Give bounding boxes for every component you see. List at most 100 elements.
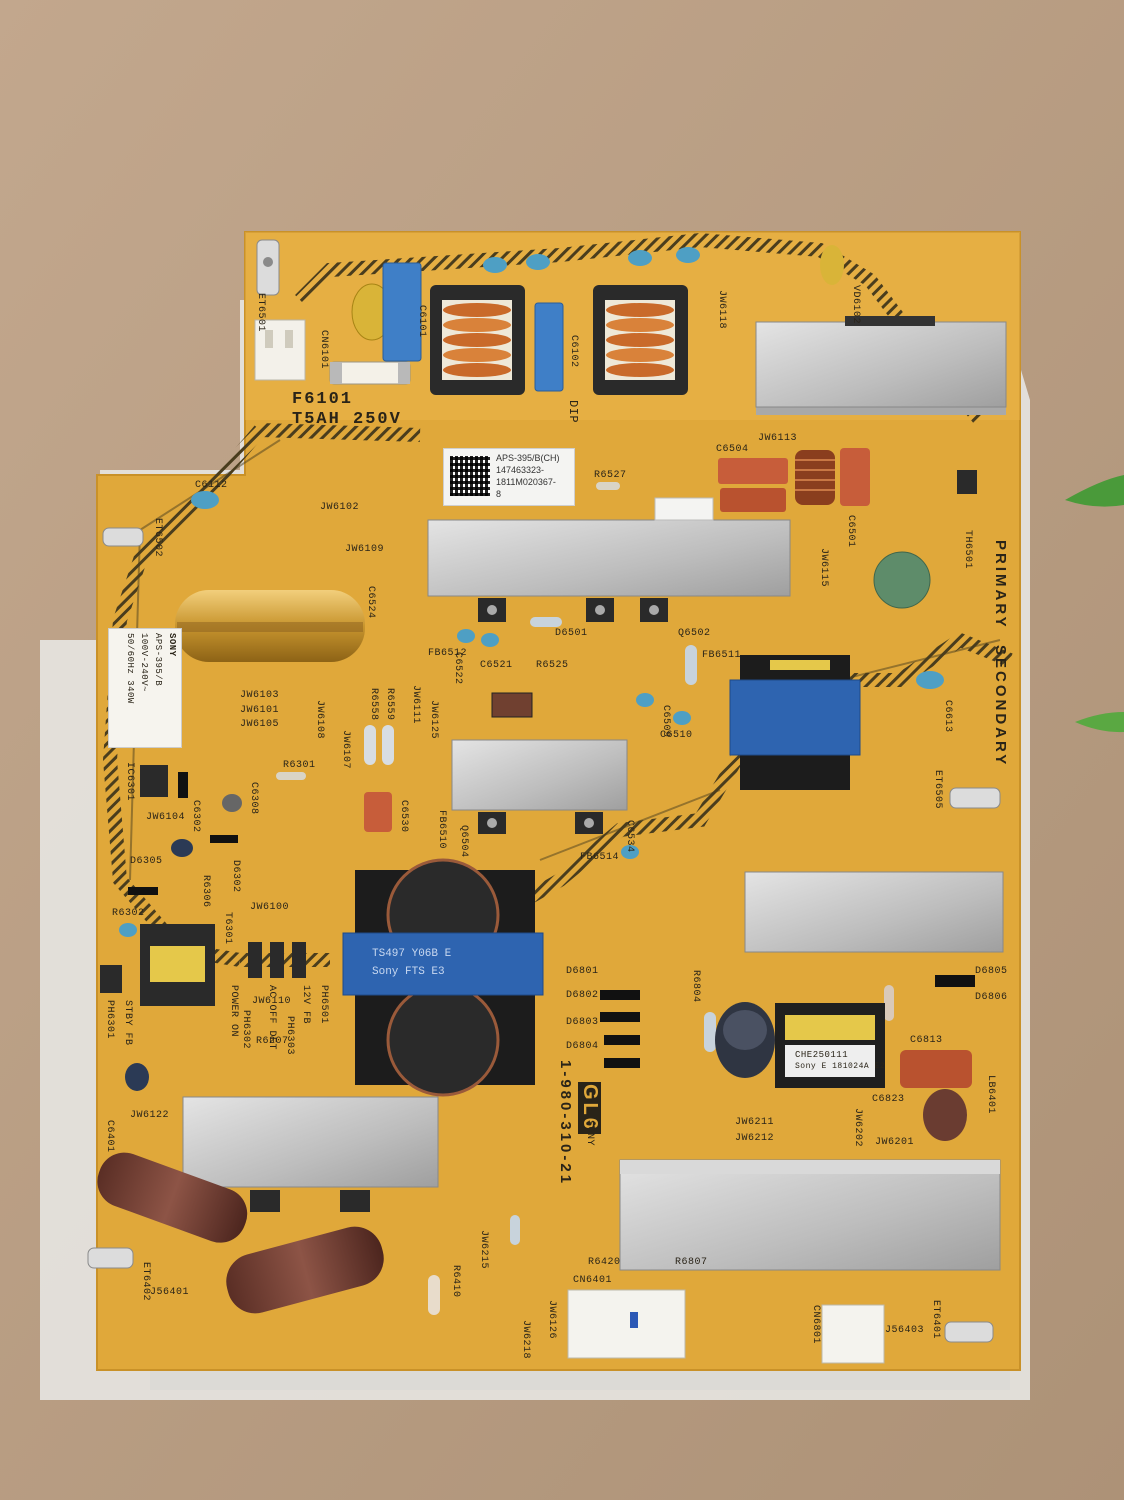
fuse-rating: T5AH 250V <box>292 410 402 429</box>
capacitor-y-blue <box>483 257 507 273</box>
capacitor-sleeve-label: SONY APS-395/B 100V-240V~ 50/60Hz 340W <box>108 628 182 748</box>
ref-label: C6823 <box>872 1094 905 1105</box>
capacitor-orange-tall <box>840 448 870 506</box>
ref-label: CN6401 <box>573 1275 613 1286</box>
ref-label: C6102 <box>568 335 579 368</box>
capacitor-orange <box>364 792 392 832</box>
transformer-right <box>729 655 861 790</box>
ref-label: LB6401 <box>985 1075 996 1115</box>
ic-small <box>957 470 977 494</box>
terminal-et6402 <box>87 1247 134 1269</box>
connector-cn6801 <box>821 1304 885 1364</box>
ref-label: JW6113 <box>758 433 798 444</box>
sticker-line4: 8 <box>496 489 502 499</box>
brand-vertical: SONY <box>584 1120 595 1147</box>
heatsink-bottom-right <box>619 1159 1001 1271</box>
resistor <box>884 985 894 1021</box>
capacitor-y-blue <box>481 633 499 647</box>
ref-label: JW6109 <box>345 544 385 555</box>
ref-label: D6806 <box>975 992 1008 1003</box>
ref-label: JW6118 <box>716 290 727 330</box>
cap-brand: SONY <box>167 633 177 657</box>
cap-freq-power: 50/60Hz 340W <box>125 633 135 704</box>
capacitor-brown <box>226 1226 384 1314</box>
capacitor-orange <box>718 458 788 484</box>
ref-label: R6807 <box>675 1257 708 1268</box>
zone-primary: PRIMARY <box>992 540 1009 630</box>
ref-label: R6302 <box>112 908 145 919</box>
ref-label: C6401 <box>104 1120 115 1153</box>
ref-label: JW6104 <box>146 812 186 823</box>
sticker-line2: 147463323- <box>496 465 545 475</box>
ref-label: ET6402 <box>140 1262 151 1302</box>
thermistor-green <box>873 551 931 609</box>
ic-ic6301 <box>140 765 168 797</box>
diode <box>935 975 975 987</box>
ref-label: JW6215 <box>478 1230 489 1270</box>
mosfet <box>250 1190 280 1212</box>
ref-label: D6804 <box>566 1041 599 1052</box>
ref-label: D6805 <box>975 966 1008 977</box>
qr-code <box>450 456 490 496</box>
capacitor-blue-film <box>382 262 422 362</box>
diode <box>128 887 158 895</box>
diode <box>604 1035 640 1045</box>
choke-left <box>430 285 525 395</box>
ref-label: Q6502 <box>678 628 711 639</box>
ref-label: C6534 <box>624 820 635 853</box>
cap-model: APS-395/B <box>153 633 163 687</box>
ref-label: C6101 <box>416 305 427 338</box>
capacitor-yellow-vd6102 <box>820 245 844 285</box>
mosfet <box>340 1190 370 1212</box>
connector-pin <box>265 330 273 348</box>
terminal-et6401 <box>944 1321 994 1343</box>
ref-label: C6509 <box>660 705 671 738</box>
ref-label: PH6302 <box>240 1010 251 1050</box>
capacitor-small <box>171 839 193 857</box>
resistor <box>685 645 697 685</box>
ref-label: JW6102 <box>320 502 360 513</box>
ref-label: R6420 <box>588 1257 621 1268</box>
ref-label: ET6401 <box>930 1300 941 1340</box>
heatsink-middle <box>451 739 628 811</box>
mosfet <box>478 598 506 622</box>
capacitor-gold-bulk <box>175 590 365 662</box>
ref-label: R6558 <box>368 688 379 721</box>
capacitor-y-blue <box>191 491 219 509</box>
capacitor-orange <box>900 1050 972 1088</box>
capacitor-small <box>222 794 242 812</box>
ref-label: PH6301 <box>104 1000 115 1040</box>
ref-label: ET6502 <box>152 518 163 558</box>
ref-label: Q6504 <box>458 825 469 858</box>
ref-label: R6527 <box>594 470 627 481</box>
capacitor-y-blue <box>916 671 944 689</box>
ref-label: R6410 <box>450 1265 461 1298</box>
ref-label: 12V FB <box>300 985 311 1025</box>
fuse-ref: F6101 <box>292 390 354 409</box>
ref-label: JW6201 <box>875 1137 915 1148</box>
resistor <box>510 1215 520 1245</box>
ref-label: J56403 <box>885 1325 925 1336</box>
leaf <box>1065 475 1124 507</box>
ref-label: R6301 <box>283 760 316 771</box>
ref-label: JW6125 <box>428 700 439 740</box>
ref-label: C6510 <box>660 730 693 741</box>
barcode-sticker: APS-395/B(CH) 147463323- 1811M020367- 8 <box>443 448 575 506</box>
ref-label: D6501 <box>555 628 588 639</box>
fuse-cap <box>330 362 342 384</box>
terminal-et6502 <box>102 527 144 547</box>
ref-label: R6559 <box>384 688 395 721</box>
ref-label: STBY FB <box>122 1000 133 1046</box>
leaf <box>1075 712 1124 733</box>
connector-pin <box>285 330 293 348</box>
ref-label: TH6501 <box>962 530 973 570</box>
connector-key <box>630 1312 638 1328</box>
ref-label: R6207 <box>256 1036 289 1047</box>
ref-label: T6301 <box>222 912 233 945</box>
heatsink-center <box>427 497 791 597</box>
ref-label: R6525 <box>536 660 569 671</box>
ref-label: CN6801 <box>810 1305 821 1345</box>
board-code: GL6 <box>578 1082 601 1134</box>
ref-label: D6801 <box>566 966 599 977</box>
